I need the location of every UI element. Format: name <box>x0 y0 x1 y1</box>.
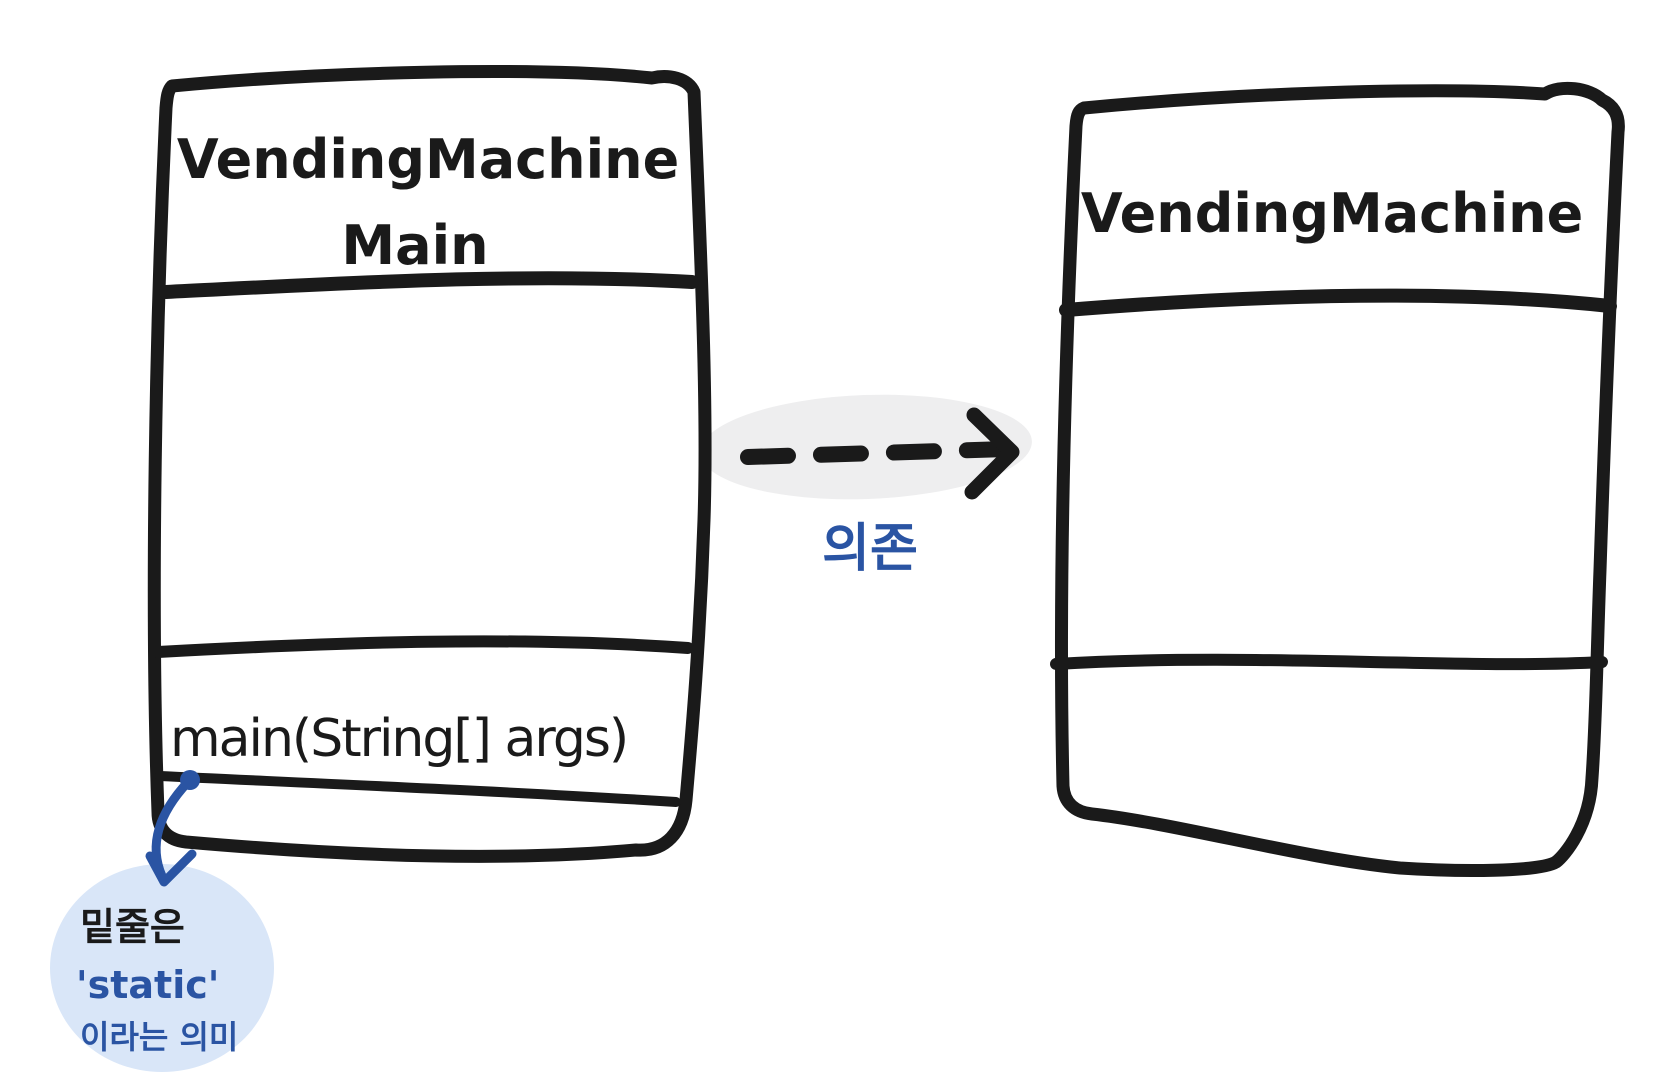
static-note-bubble <box>50 864 274 1072</box>
right-class-name: VendingMachine <box>1081 182 1583 245</box>
right-class-title-divider <box>1059 288 1617 317</box>
left-class-method: main(String[] args) <box>170 709 627 769</box>
left-class-box <box>147 65 712 863</box>
left-class-title-divider <box>159 271 699 299</box>
static-note-line3: 이라는 의미 <box>80 1018 238 1056</box>
dependency-label: 의존 <box>822 519 918 579</box>
black-labels: VendingMachine Main main(String[] args) … <box>80 128 1583 949</box>
static-note-arrow <box>145 777 197 887</box>
blue-labels: 의존 'static' 이라는 의미 <box>76 519 918 1056</box>
static-note-line2: 'static' <box>76 963 219 1007</box>
static-note-arrowhead-icon <box>145 849 197 887</box>
right-class-box <box>1054 81 1625 877</box>
static-note-line1: 밑줄은 <box>80 905 185 949</box>
dependency-highlight-blob <box>700 394 1032 500</box>
ink-strokes <box>147 65 1625 877</box>
left-class-name-line1: VendingMachine <box>177 128 679 191</box>
right-class-method-divider <box>1050 653 1608 671</box>
left-class-name-line2: Main <box>341 214 488 277</box>
left-class-method-divider <box>152 635 694 658</box>
dependency-arrowhead-icon <box>964 407 1020 500</box>
static-note-arrow-start-dot <box>180 770 200 790</box>
static-underline <box>155 771 681 807</box>
dependency-dashed-line <box>740 441 1016 465</box>
